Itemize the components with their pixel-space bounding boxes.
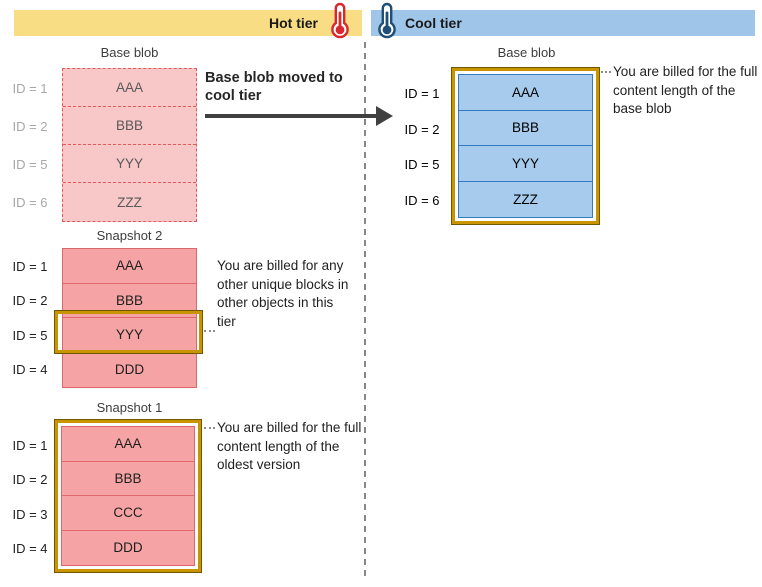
- block-cell: BBB: [63, 107, 196, 145]
- block-cell: AAA: [63, 69, 196, 107]
- hot-base-blob-table: AAA BBB YYY ZZZ: [62, 68, 197, 222]
- cool-tier-header: Cool tier: [371, 10, 755, 36]
- block-cell: CCC: [62, 496, 194, 531]
- transition-label: Base blob moved to cool tier: [205, 70, 343, 104]
- block-cell: AAA: [459, 75, 592, 111]
- block-id-label: ID = 2: [12, 118, 48, 134]
- snapshot1-id-column: ID = 1 ID = 2 ID = 3 ID = 4: [8, 428, 52, 566]
- block-id-label: ID = 5: [404, 157, 440, 173]
- block-id-label: ID = 4: [12, 541, 48, 557]
- transition-arrow-head-icon: [376, 106, 393, 126]
- block-cell: YYY: [459, 146, 592, 182]
- snapshot2-table: AAA BBB YYY DDD: [62, 248, 197, 388]
- block-cell: BBB: [459, 111, 592, 146]
- hot-base-blob-title: Base blob: [100, 45, 159, 60]
- block-cell: DDD: [113, 540, 143, 556]
- billing-frame-cool-base-blob: AAA BBB YYY ZZZ: [451, 67, 600, 225]
- hot-tier-label: Hot tier: [269, 15, 318, 31]
- cool-base-blob-id-column: ID = 1 ID = 2 ID = 5 ID = 6: [400, 76, 444, 218]
- dotted-leader: [601, 71, 611, 73]
- cool-thermometer-icon: [376, 2, 398, 44]
- billing-frame-snapshot1: AAA BBB CCC DDD: [54, 419, 202, 573]
- block-cell: ZZZ: [117, 194, 142, 210]
- block-id-label: ID = 1: [404, 86, 440, 102]
- block-id-label: ID = 1: [12, 258, 48, 274]
- block-id-label: ID = 2: [12, 293, 48, 309]
- block-cell: YYY: [63, 318, 196, 353]
- snapshot1-billing-note: You are billed for the full content leng…: [217, 420, 362, 472]
- snapshot2-id-column: ID = 1 ID = 2 ID = 5 ID = 4: [8, 249, 52, 387]
- cool-base-blob-title: Base blob: [497, 45, 556, 60]
- cool-base-blob-table: AAA BBB YYY ZZZ: [458, 74, 593, 218]
- block-id-label: ID = 5: [12, 327, 48, 343]
- block-cell: AAA: [62, 427, 194, 462]
- block-id-label: ID = 6: [12, 194, 48, 210]
- hot-tier-header: Hot tier: [14, 10, 362, 36]
- block-id-label: ID = 1: [12, 80, 48, 96]
- block-id-label: ID = 5: [12, 156, 48, 172]
- block-id-label: ID = 6: [404, 192, 440, 208]
- block-id-label: ID = 2: [12, 472, 48, 488]
- block-cell: BBB: [62, 462, 194, 496]
- block-id-label: ID = 1: [12, 437, 48, 453]
- block-id-label: ID = 2: [404, 121, 440, 137]
- tier-divider-dashed-line: [364, 42, 366, 577]
- dotted-leader: [204, 427, 215, 429]
- block-cell: YYY: [63, 145, 196, 183]
- snapshot1-title: Snapshot 1: [96, 400, 163, 415]
- transition-arrow-line: [205, 114, 377, 118]
- block-cell: AAA: [63, 249, 196, 284]
- snapshot1-table: AAA BBB CCC DDD: [61, 426, 195, 566]
- block-id-label: ID = 3: [12, 506, 48, 522]
- block-cell: DDD: [114, 362, 145, 378]
- snapshot2-billing-note: You are billed for any other unique bloc…: [217, 258, 349, 329]
- block-cell: BBB: [63, 284, 196, 318]
- snapshot2-title: Snapshot 2: [96, 228, 163, 243]
- block-cell: ZZZ: [513, 191, 538, 207]
- hot-thermometer-icon: [329, 2, 351, 44]
- cool-tier-label: Cool tier: [405, 15, 462, 31]
- cool-base-blob-billing-note: You are billed for the full content leng…: [613, 64, 758, 116]
- hot-base-blob-id-column: ID = 1 ID = 2 ID = 5 ID = 6: [8, 69, 52, 221]
- block-id-label: ID = 4: [12, 362, 48, 378]
- dotted-leader: [204, 330, 215, 332]
